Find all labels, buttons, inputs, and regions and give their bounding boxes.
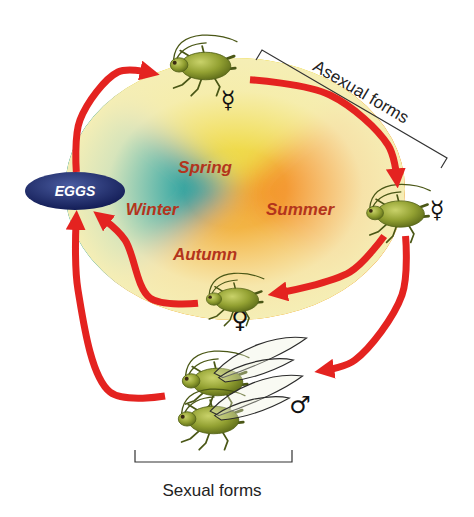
season-label: Spring <box>178 158 232 178</box>
group-label: Sexual forms <box>162 482 261 499</box>
season-label: Summer <box>266 200 334 220</box>
sex-symbol: ♂ <box>289 391 311 419</box>
aphid-illustration <box>170 35 237 96</box>
winged-aphid-illustration <box>178 375 302 449</box>
cycle-arrow <box>76 70 146 172</box>
cycle-arrow <box>75 224 165 398</box>
eggs-ellipse: EGGS <box>25 172 125 210</box>
stage-label: EGGS <box>55 183 95 199</box>
season-label: Winter <box>126 200 179 220</box>
aphid-illustration <box>206 273 264 325</box>
season-label: Autumn <box>173 245 237 265</box>
sex-symbol: ☿ <box>430 196 445 224</box>
sex-symbol: ☿ <box>221 86 236 114</box>
group-bracket <box>135 450 292 462</box>
eggs-ellipse-shape <box>25 172 125 210</box>
cycle-arrow <box>281 236 384 293</box>
cycle-arrow <box>104 220 198 304</box>
cycle-arrow <box>328 236 406 370</box>
aphid-illustration <box>367 184 431 242</box>
group-label: Asexual forms <box>310 57 411 126</box>
